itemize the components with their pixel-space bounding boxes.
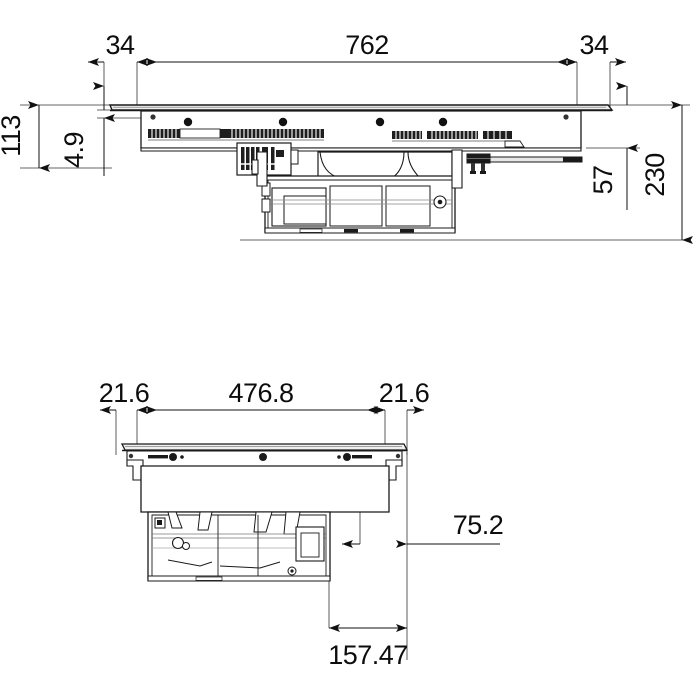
side-body-box: [140, 465, 390, 513]
dim-4-9: 4.9: [59, 82, 115, 176]
dim-57-label: 57: [588, 165, 618, 194]
dim-476-8-label: 476.8: [228, 378, 293, 408]
left-support-bracket: [251, 151, 268, 187]
mounting-studs: [150, 114, 569, 127]
dim-75-2-label: 75.2: [453, 510, 504, 540]
dim-113: 113: [0, 101, 50, 172]
dim-57: 57: [588, 82, 638, 210]
dim-21-6-left: 21.6: [99, 378, 157, 414]
side-motor-housing: [147, 511, 331, 582]
side-glass-plate: [120, 443, 409, 452]
dim-21-6-left-label: 21.6: [99, 378, 150, 408]
dim-75-2: 75.2: [342, 510, 504, 548]
dim-21-6-right-label: 21.6: [379, 378, 430, 408]
dim-34-right-label: 34: [579, 30, 609, 60]
side-section-view: 21.6 476.8 21.6 75.2 157.47: [99, 378, 504, 670]
dim-762: 762: [137, 30, 577, 66]
cooktop-glass-plate: [108, 104, 614, 112]
side-flange-band: [126, 450, 403, 467]
dim-113-label: 113: [0, 115, 26, 157]
dim-157-47: 157.47: [328, 624, 408, 670]
dim-34-left-label: 34: [105, 30, 135, 60]
dim-34-left: 34: [88, 30, 157, 66]
motor-fan-housing: [261, 175, 456, 234]
front-section-view: 34 762 34 113 4.9 57: [0, 30, 693, 244]
dim-230: 230: [640, 101, 693, 244]
dim-230-label: 230: [640, 153, 670, 197]
dim-476-8: 476.8: [137, 378, 385, 414]
right-support-bracket: [451, 149, 463, 189]
dim-157-47-label: 157.47: [328, 640, 408, 670]
dim-4-9-label: 4.9: [59, 132, 89, 168]
dim-762-label: 762: [345, 30, 389, 60]
right-air-grille: [392, 131, 525, 148]
dim-34-right: 34: [557, 30, 626, 66]
dim-21-6-right: 21.6: [367, 378, 430, 414]
power-cord-and-plug: [466, 153, 583, 174]
left-air-grille: [148, 128, 324, 141]
